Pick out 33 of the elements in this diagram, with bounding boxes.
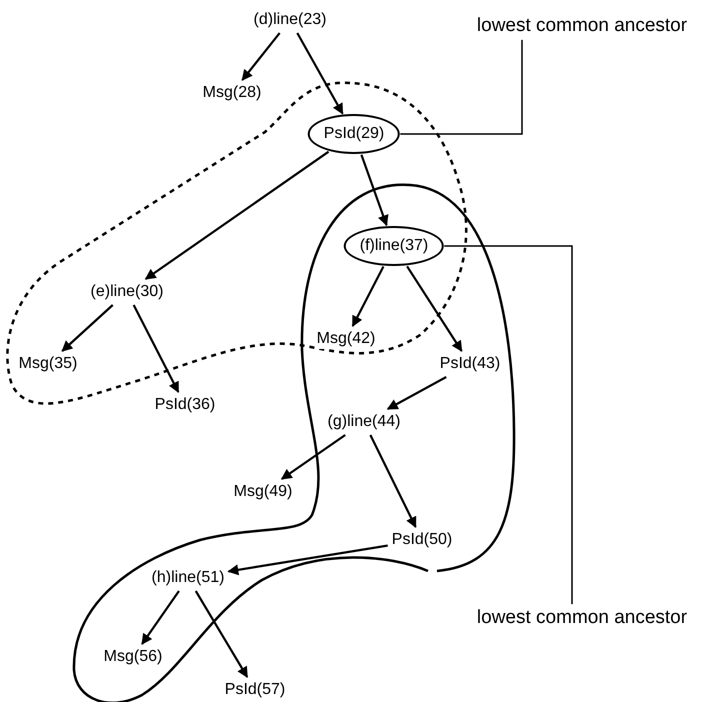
node-label: PsId(57) — [224, 680, 286, 700]
node-label: Msg(28) — [202, 83, 262, 103]
node-label: lowest common ancestor — [476, 14, 688, 38]
arrow — [144, 150, 330, 280]
node-label: Msg(35) — [18, 354, 78, 374]
arrow — [280, 434, 346, 480]
arrow — [61, 304, 114, 352]
leader-line — [444, 245, 573, 604]
arrow — [369, 434, 417, 528]
arrow — [352, 266, 384, 327]
node-label: PsId(36) — [154, 395, 216, 415]
node-label: (d)line(23) — [252, 10, 328, 30]
arrow — [194, 590, 248, 678]
node-label: PsId(50) — [390, 530, 454, 550]
arrow — [141, 590, 180, 645]
leader-line — [400, 40, 523, 135]
node-label: Msg(56) — [102, 647, 164, 667]
node-label: Msg(42) — [316, 329, 376, 349]
node-label: PsId(43) — [438, 354, 502, 374]
ellipse-node: (f)line(37) — [344, 226, 444, 266]
arrow — [386, 376, 447, 410]
node-label: (h)line(51) — [150, 568, 226, 588]
arrow — [132, 304, 180, 393]
arrow — [406, 266, 463, 352]
node-label: (e)line(30) — [90, 282, 164, 302]
node-label: (g)line(44) — [326, 412, 402, 432]
arrow — [241, 32, 281, 81]
ellipse-node: PsId(29) — [308, 114, 400, 154]
node-label: lowest common ancestor — [476, 606, 688, 630]
node-label: Msg(49) — [232, 482, 294, 502]
arrow — [227, 544, 388, 576]
arrow — [296, 32, 344, 115]
arrow — [360, 154, 388, 226]
